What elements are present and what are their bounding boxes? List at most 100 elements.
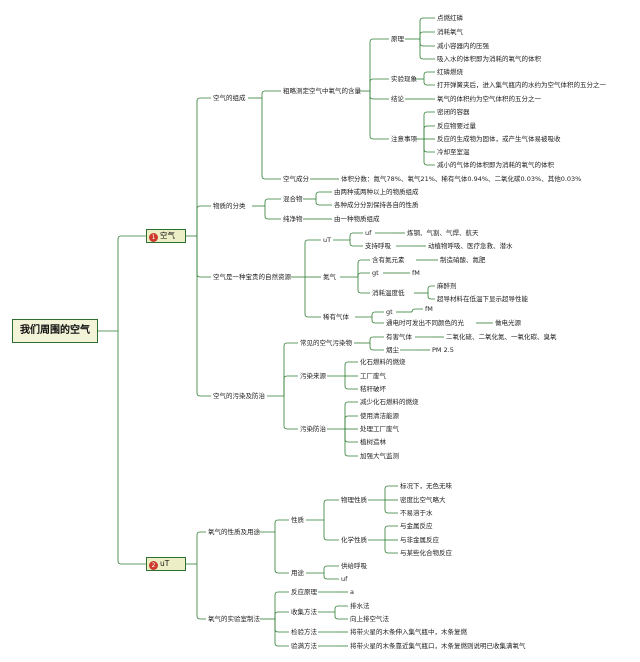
leaf-item: 氧气的体积约为空气体积的五分之一: [437, 95, 541, 103]
connector-line: [196, 531, 206, 564]
topic-pure-substance: 纯净物: [283, 215, 303, 223]
connector-line: [323, 520, 339, 541]
leaf-item: 标况下，无色无味: [400, 482, 452, 490]
connector-line: [369, 38, 389, 91]
connector-line: [323, 565, 339, 573]
leaf-item: 由两种或两种以上的物质组成: [334, 188, 419, 196]
leaf-item: 不易溶于水: [400, 509, 433, 517]
connector-line: [274, 619, 289, 633]
topic-pollution-sources: 污染来源: [300, 372, 326, 380]
topic-conclusion: 结论: [391, 95, 404, 103]
leaf-item: gt: [386, 308, 393, 316]
connector-line: [349, 232, 363, 240]
connector-line: [357, 259, 370, 277]
topic-oxygen-properties: 氧气的性质及用途: [208, 528, 260, 536]
connector-line: [117, 331, 146, 565]
leaf-item: 密度比空气略大: [400, 496, 446, 504]
connector-line: [423, 79, 435, 86]
leaf-item: 秸秆破坏: [360, 385, 386, 393]
topic-mixture: 混合物: [283, 195, 303, 203]
connector-line: [304, 277, 321, 318]
topic-physical-properties: 物理性质: [341, 496, 367, 504]
connector-line: [323, 499, 339, 520]
topic-phenomenon: 实验现象: [391, 75, 417, 83]
connector-line: [323, 573, 339, 580]
connector-line: [369, 91, 389, 140]
branch-number-badge: 2: [149, 561, 158, 570]
leaf-item: 排水法: [350, 602, 370, 610]
leaf-item: 消耗氧气: [437, 28, 463, 36]
leaf-item: 与金属反应: [400, 522, 433, 530]
connector-line: [274, 519, 289, 532]
leaf-item: 消耗温度低: [372, 289, 405, 297]
leaf-item: 将带火星的木条伸入集气瓶中，木条复燃: [350, 628, 467, 636]
leaf-item: 制造硝酸、氮肥: [440, 256, 486, 264]
leaf-item: 通电时可发出不同颜色的光: [386, 319, 464, 327]
connector-line: [369, 91, 389, 100]
leaf-item: 减小的气体的体积即为消耗的氧气的体积: [437, 161, 554, 169]
connector-line: [196, 236, 211, 278]
connector-line: [334, 605, 348, 612]
connector-line: [264, 206, 281, 220]
connector-line: [384, 525, 398, 540]
connector-line: [283, 342, 298, 396]
connector-line: [427, 285, 435, 293]
leaf-item: 红磷燃烧: [437, 68, 463, 76]
leaf-item: 将带火星的木条靠近集气瓶口，木条复燃则说明已收集满氧气: [350, 642, 526, 650]
connector-line: [274, 532, 289, 574]
connector-line: [384, 500, 398, 514]
connector-line: [371, 317, 384, 324]
connector-line: [261, 98, 281, 180]
connector-line: [423, 111, 435, 139]
leaf-item: 吸入水的体积即为消耗的氧气的体积: [437, 55, 541, 63]
topic-pollutants: 常见的空气污染物: [300, 339, 352, 347]
leaf-item: fM: [412, 269, 420, 277]
connector-line: [264, 198, 281, 206]
topic-pollution: 空气的污染及防治: [213, 392, 265, 400]
topic-noble-gas: 稀有气体: [323, 313, 349, 321]
leaf-item: 密闭的容器: [437, 108, 470, 116]
topic-oxygen-uses: uT: [323, 236, 332, 244]
leaf-item: a: [350, 588, 354, 596]
topic-usage: 用途: [291, 569, 304, 577]
leaf-item: 加强大气监测: [360, 452, 399, 460]
connector-line: [423, 139, 435, 153]
leaf-item: 有害气体: [386, 333, 412, 341]
connector-line: [419, 31, 435, 39]
connector-line: [274, 591, 289, 619]
connector-line: [384, 540, 398, 554]
connector-line: [427, 293, 435, 300]
leaf-item: uf: [341, 575, 348, 583]
branch-air-label: 空气: [160, 231, 175, 240]
connector-line: [357, 272, 370, 277]
leaf-item: gt: [372, 269, 379, 277]
connector-line: [419, 39, 435, 60]
branch-number-badge: 1: [149, 233, 158, 242]
connector-line: [315, 191, 332, 199]
topic-notes: 注意事项: [391, 135, 417, 143]
leaf-item: 动植物呼吸、医疗急救、潜水: [428, 242, 513, 250]
leaf-item: 麻醉剂: [437, 282, 457, 290]
leaf-item: 供给呼吸: [341, 562, 367, 570]
connector-line: [196, 564, 206, 620]
leaf-item: 超导材料在低温下显示超导性能: [437, 295, 528, 303]
connector-line: [344, 401, 358, 429]
connector-line: [283, 375, 298, 396]
connector-line: [344, 429, 358, 443]
connector-line: [117, 235, 146, 331]
topic-full-test: 验满方法: [291, 642, 317, 650]
leaf-item: 化石燃料的燃烧: [360, 358, 406, 366]
connector-line: [274, 619, 289, 647]
leaf-item: 含有氮元素: [372, 256, 405, 264]
leaf-item: 炼钢、气割、气焊、航天: [407, 229, 479, 237]
topic-oxygen-preparation: 氧气的实验室制法: [208, 615, 260, 623]
leaf-item: 二氧化硫、二氧化氮、一氧化碳、臭氧: [446, 333, 557, 341]
connector-line: [369, 78, 389, 91]
connector-line: [261, 90, 281, 98]
connector-line: [423, 139, 435, 166]
connector-line: [315, 199, 332, 206]
topic-principle: 原理: [391, 35, 404, 43]
